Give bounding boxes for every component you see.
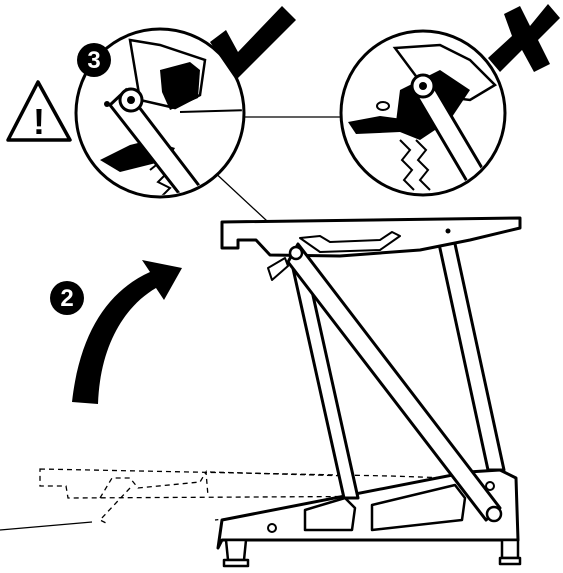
right-foot [500,538,520,560]
latch-handle [267,257,289,281]
warning-glyph: ! [33,101,45,142]
detail-incorrect [339,29,507,197]
folding-frame [216,216,522,568]
checkmark-icon [210,6,296,80]
step-number-3: 3 [87,47,100,74]
warning-triangle-icon: ! [6,80,72,142]
detail-correct [74,27,246,199]
step-number-2: 2 [60,285,73,312]
step-badge-2: 2 [50,281,84,315]
cross-icon [488,4,560,72]
curved-arrow-icon [72,260,182,404]
rear-leg [434,228,506,472]
left-foot [224,538,248,562]
step-badge-3: 3 [77,43,111,77]
